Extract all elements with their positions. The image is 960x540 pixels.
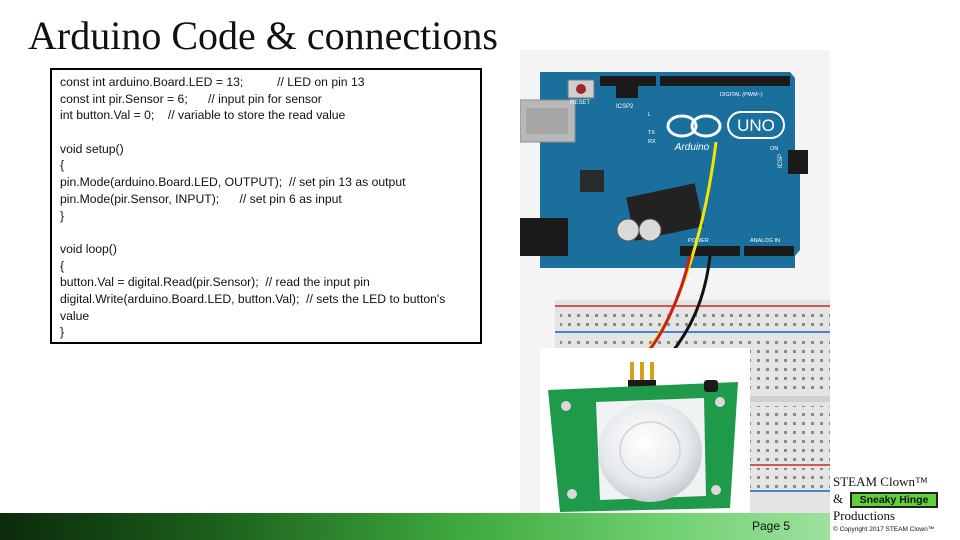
arduino-board: UNO Arduino RESET ICSP2 ICSP DIGITAL (PW…: [520, 72, 808, 268]
brand-line-3: Productions: [833, 508, 896, 523]
code-line: value: [60, 308, 90, 323]
uno-label: UNO: [737, 116, 775, 135]
code-line: [60, 124, 480, 141]
brand-line-1: STEAM Clown™: [833, 474, 928, 489]
code-line: {: [60, 158, 65, 173]
analog-label: ANALOG IN: [750, 238, 780, 244]
page-number: Page 5: [752, 519, 791, 533]
code-box: const int arduino.Board.LED = 13; // LED…: [50, 68, 482, 344]
on-label: ON: [770, 146, 778, 152]
copyright-text: © Copyright 2017 STEAM Clown™: [833, 526, 935, 533]
l-label: L: [648, 112, 651, 118]
sneaky-hinge-logo: Sneaky Hinge: [850, 492, 938, 508]
icsp-label: ICSP: [778, 154, 784, 168]
tx-label: TX: [648, 130, 655, 136]
sneaky-hinge-logo-text: Sneaky Hinge: [852, 494, 936, 506]
rx-label: RX: [648, 139, 656, 145]
code-line: const int pir.Sensor = 6; // input pin f…: [60, 91, 322, 106]
power-label: POWER: [688, 238, 709, 244]
footer-bar: [0, 513, 830, 540]
code-line: int button.Val = 0; // variable to store…: [60, 108, 346, 123]
digital-label: DIGITAL (PWM~): [720, 92, 763, 98]
code-line: void loop(): [60, 241, 117, 256]
code-line: {: [60, 258, 65, 273]
code-line: pin.Mode(pir.Sensor, INPUT); // set pin …: [60, 191, 342, 206]
reset-label: RESET: [570, 100, 590, 106]
code-line: }: [60, 208, 65, 223]
pir-sensor: [540, 348, 750, 520]
code-line: }: [60, 325, 65, 340]
slide-title: Arduino Code & connections: [28, 13, 498, 58]
code-line: void setup(): [60, 141, 124, 156]
code-line: pin.Mode(arduino.Board.LED, OUTPUT); // …: [60, 175, 406, 190]
icsp2-label: ICSP2: [616, 104, 634, 110]
code-line: button.Val = digital.Read(pir.Sensor); /…: [60, 275, 370, 290]
code-line: const int arduino.Board.LED = 13; // LED…: [60, 75, 365, 89]
brand-ampersand: &: [833, 491, 844, 506]
circuit-photo: UNO Arduino RESET ICSP2 ICSP DIGITAL (PW…: [520, 50, 830, 520]
code-line: [60, 224, 480, 241]
code-line: digital.Write(arduino.Board.LED, button.…: [60, 291, 446, 306]
arduino-label: Arduino: [674, 142, 710, 153]
